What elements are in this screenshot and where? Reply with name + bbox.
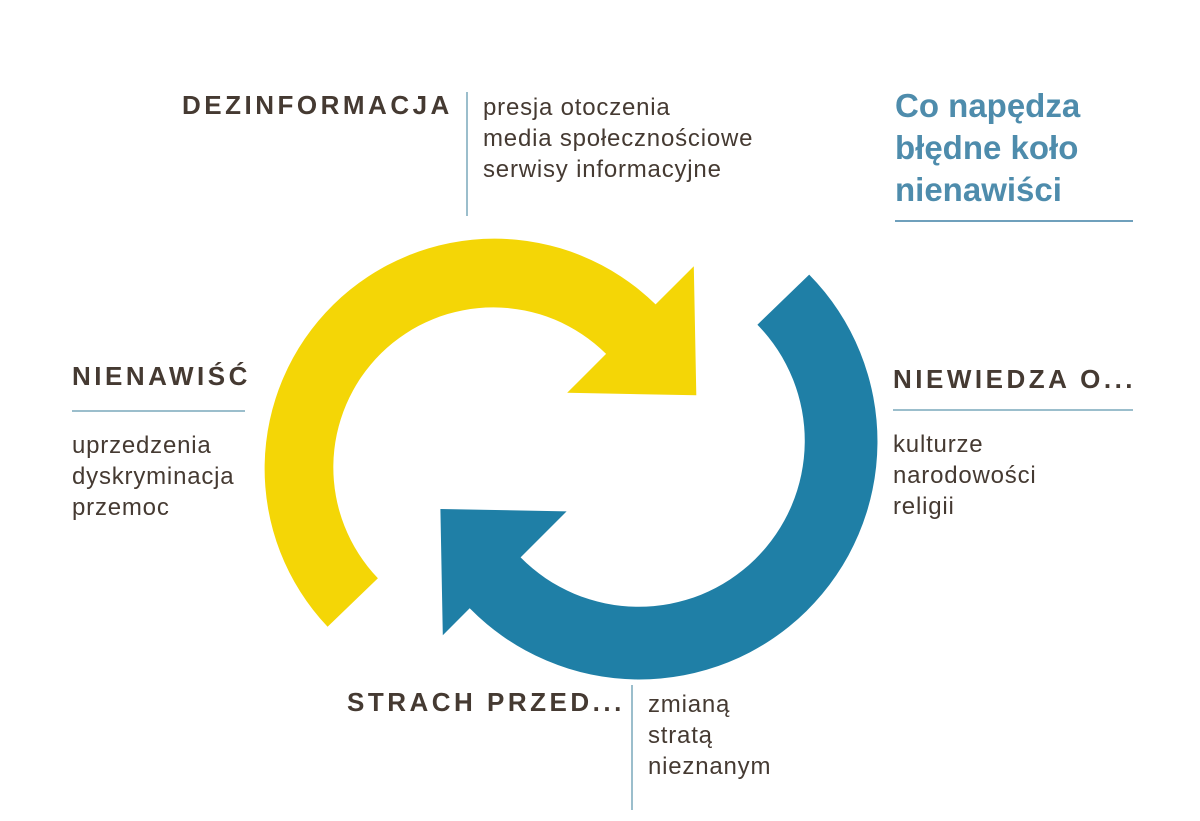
node-item: dyskryminacja [72,463,235,490]
title-underline [895,220,1133,222]
divider-nienawisc [72,410,245,412]
blue-cycle-arrow-icon [440,274,878,680]
node-label-nienawisc: NIENAWIŚĆ [72,361,251,391]
node-label-strach: STRACH PRZED... [347,687,625,717]
yellow-cycle-arrow-icon [264,238,697,627]
node-item: stratą [648,722,713,749]
node-items-strach: zmianą stratą nieznanym [648,689,771,782]
node-item: nieznanym [648,753,772,780]
node-items-niewiedza: kulturze narodowości religii [893,429,1037,522]
node-item: zmianą [648,691,731,718]
node-item: przemoc [72,494,170,521]
divider-dezinformacja [466,92,468,216]
divider-strach [631,685,633,810]
node-item: uprzedzenia [72,432,212,459]
node-item: presja otoczenia [483,94,671,121]
divider-niewiedza [893,409,1133,411]
node-items-dezinformacja: presja otoczenia media społecznościowe s… [483,92,753,185]
node-item: religii [893,493,955,520]
node-item: serwisy informacyjne [483,156,722,183]
page-title: Co napędza błędne koło nienawiści [895,87,1081,208]
node-item: media społecznościowe [483,125,754,152]
node-label-dezinformacja: DEZINFORMACJA [182,90,453,120]
node-item: kulturze [893,431,984,458]
node-label-niewiedza: NIEWIEDZA O... [893,364,1137,394]
node-items-nienawisc: uprzedzenia dyskryminacja przemoc [72,430,234,523]
node-item: narodowości [893,462,1037,489]
